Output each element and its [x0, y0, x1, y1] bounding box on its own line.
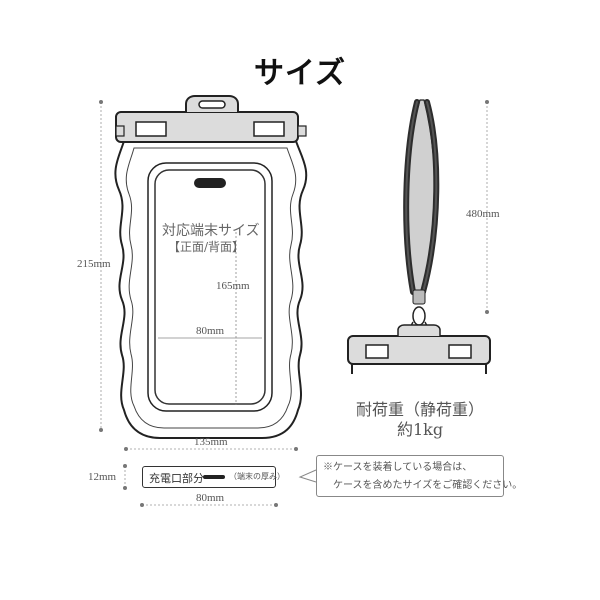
device-thickness-label: （端末の厚み）	[229, 472, 285, 481]
device-size-label: 対応端末サイズ	[162, 223, 260, 239]
strap-pouch-clip-right	[448, 344, 472, 359]
dynamic-island	[194, 178, 226, 188]
phone-outer	[147, 162, 273, 412]
load-capacity-value: 約1kg	[396, 420, 444, 439]
bottom-width-label: 80mm	[196, 492, 225, 504]
right-side-tab	[297, 125, 307, 137]
handle-hole	[198, 100, 226, 109]
device-size-sublabel: 【正面/背面】	[168, 240, 245, 254]
total-width-label: 135mm	[194, 436, 228, 448]
sizing-note-line1: ※ケースを装着している場合は、	[323, 462, 473, 473]
lanyard-loop-highlight	[405, 101, 438, 293]
sizing-note: ※ケースを装着している場合は、 ケースを含めたサイズをご確認ください。	[316, 455, 523, 497]
strap-pouch-handle	[397, 324, 441, 336]
charging-port-diagram: 充電口部分 （端末の厚み）	[142, 466, 285, 488]
lanyard-ring	[412, 306, 426, 326]
strap-length-label: 480mm	[466, 208, 500, 220]
right-clip	[253, 121, 285, 137]
total-height-label: 215mm	[77, 258, 111, 270]
page-title: サイズ	[253, 56, 347, 91]
charging-port-label: 充電口部分	[149, 472, 204, 485]
load-capacity-label: 耐荷重（静荷重）	[355, 400, 484, 419]
left-clip	[135, 121, 167, 137]
inner-width-label: 80mm	[196, 325, 225, 337]
pouch-inner-outline	[125, 147, 297, 429]
strap-pouch-clip-left	[365, 344, 389, 359]
strap-pouch-body	[351, 364, 487, 374]
pouch-outline	[114, 137, 308, 439]
left-side-tab	[115, 125, 125, 137]
inner-height-label: 165mm	[216, 280, 250, 292]
lanyard-clasp	[412, 289, 426, 305]
thickness-label: 12mm	[88, 471, 117, 483]
sizing-note-line2: ケースを含めたサイズをご確認ください。	[333, 480, 523, 491]
charging-port-slot	[203, 475, 225, 479]
phone-screen	[154, 169, 266, 405]
